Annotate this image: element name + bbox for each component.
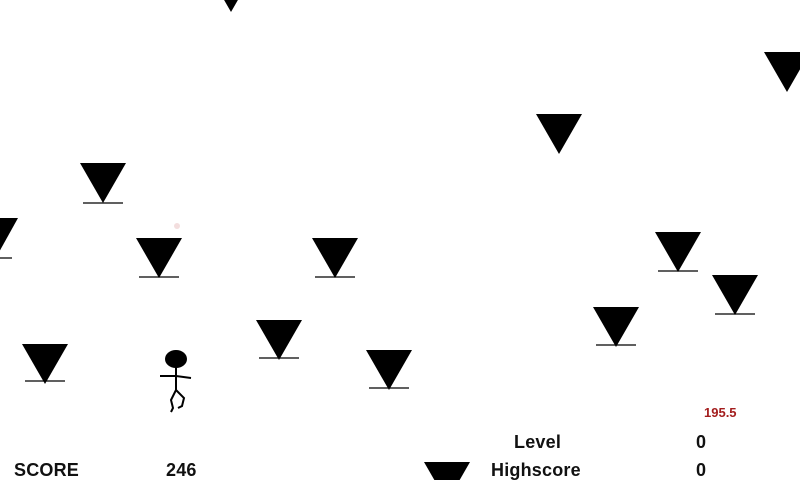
timer-value: 195.5 — [704, 405, 737, 420]
spike-icon — [224, 0, 238, 12]
score-label: SCORE — [14, 460, 80, 480]
spike-icon — [593, 307, 639, 347]
highscore-label: Highscore — [491, 460, 581, 480]
spike-with-ledge — [366, 350, 412, 392]
level-label: Level — [514, 432, 562, 452]
spike-icon — [712, 275, 758, 315]
spike-icon — [424, 462, 470, 480]
spike — [536, 114, 582, 156]
spike-with-ledge — [256, 320, 302, 362]
level-value: 0 — [696, 432, 707, 452]
spike-icon — [80, 163, 126, 204]
spike-icon — [0, 218, 18, 259]
collectible-dot — [174, 223, 180, 229]
spike-icon — [536, 114, 582, 154]
spike-icon — [655, 232, 701, 272]
spike-icon — [22, 344, 68, 384]
spike-icon — [312, 238, 358, 278]
spike-with-ledge — [136, 238, 182, 280]
spike-icon — [764, 52, 800, 92]
spike — [424, 462, 470, 480]
spike-with-ledge — [655, 232, 701, 274]
spike-with-ledge — [22, 344, 68, 386]
spike — [764, 52, 800, 94]
spike — [208, 0, 254, 14]
spike-with-ledge — [80, 163, 126, 205]
spike-icon — [256, 320, 302, 360]
spike-with-ledge — [312, 238, 358, 280]
spike-icon — [366, 350, 412, 390]
spike-with-ledge — [712, 275, 758, 317]
spike-with-ledge — [593, 307, 639, 349]
stick-figure-icon — [160, 350, 192, 413]
highscore-value: 0 — [696, 460, 707, 480]
score-value: 246 — [166, 460, 197, 480]
spike-with-ledge — [0, 218, 24, 260]
player-stick-figure[interactable] — [155, 348, 199, 414]
spike-icon — [136, 238, 182, 278]
